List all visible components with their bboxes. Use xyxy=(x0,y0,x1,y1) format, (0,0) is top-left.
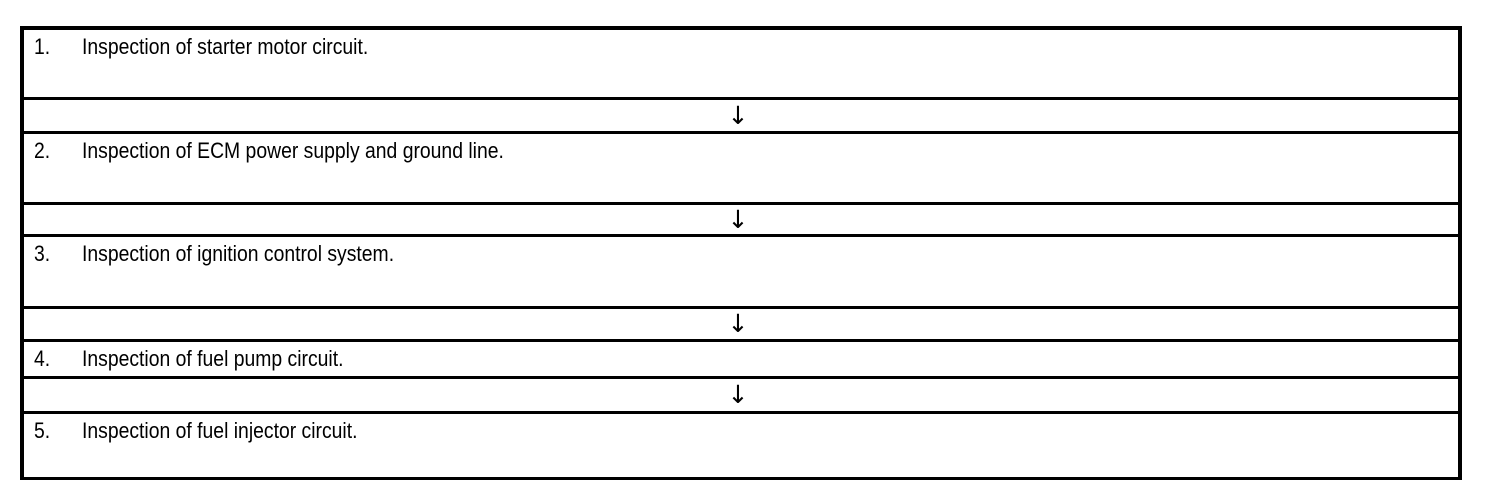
flow-step-content: 3. Inspection of ignition control system… xyxy=(34,237,1458,271)
step-number: 2. xyxy=(34,138,51,163)
down-arrow-icon: ↓ xyxy=(727,204,749,234)
step-number: 5. xyxy=(34,418,51,443)
flow-step-content: 4. Inspection of fuel pump circuit. xyxy=(34,342,1458,376)
flow-step-row: 4. Inspection of fuel pump circuit. xyxy=(24,339,1458,376)
down-arrow-icon: ↓ xyxy=(727,309,749,338)
step-number: 1. xyxy=(34,34,51,59)
flow-connector-row: ↓ xyxy=(24,97,1458,131)
step-label: Inspection of fuel pump circuit. xyxy=(82,346,344,371)
inspection-flow-chart: 1. Inspection of starter motor circuit. … xyxy=(20,26,1462,480)
flow-step-row: 5. Inspection of fuel injector circuit. xyxy=(24,411,1458,477)
flow-step-row: 2. Inspection of ECM power supply and gr… xyxy=(24,131,1458,202)
down-arrow-icon: ↓ xyxy=(727,380,749,409)
flow-step-content: 5. Inspection of fuel injector circuit. xyxy=(34,414,1458,448)
step-number: 3. xyxy=(34,241,51,266)
flow-step-content: 1. Inspection of starter motor circuit. xyxy=(34,30,1458,64)
flow-connector-row: ↓ xyxy=(24,202,1458,234)
step-label: Inspection of starter motor circuit. xyxy=(82,34,369,59)
step-label: Inspection of ignition control system. xyxy=(82,241,395,266)
step-label: Inspection of fuel injector circuit. xyxy=(82,418,358,443)
flow-step-row: 3. Inspection of ignition control system… xyxy=(24,234,1458,306)
step-label: Inspection of ECM power supply and groun… xyxy=(82,138,504,163)
down-arrow-icon: ↓ xyxy=(727,100,749,130)
flow-step-row: 1. Inspection of starter motor circuit. xyxy=(24,30,1458,97)
flow-connector-row: ↓ xyxy=(24,306,1458,339)
flow-step-content: 2. Inspection of ECM power supply and gr… xyxy=(34,134,1458,168)
step-number: 4. xyxy=(34,346,51,371)
flow-connector-row: ↓ xyxy=(24,376,1458,411)
